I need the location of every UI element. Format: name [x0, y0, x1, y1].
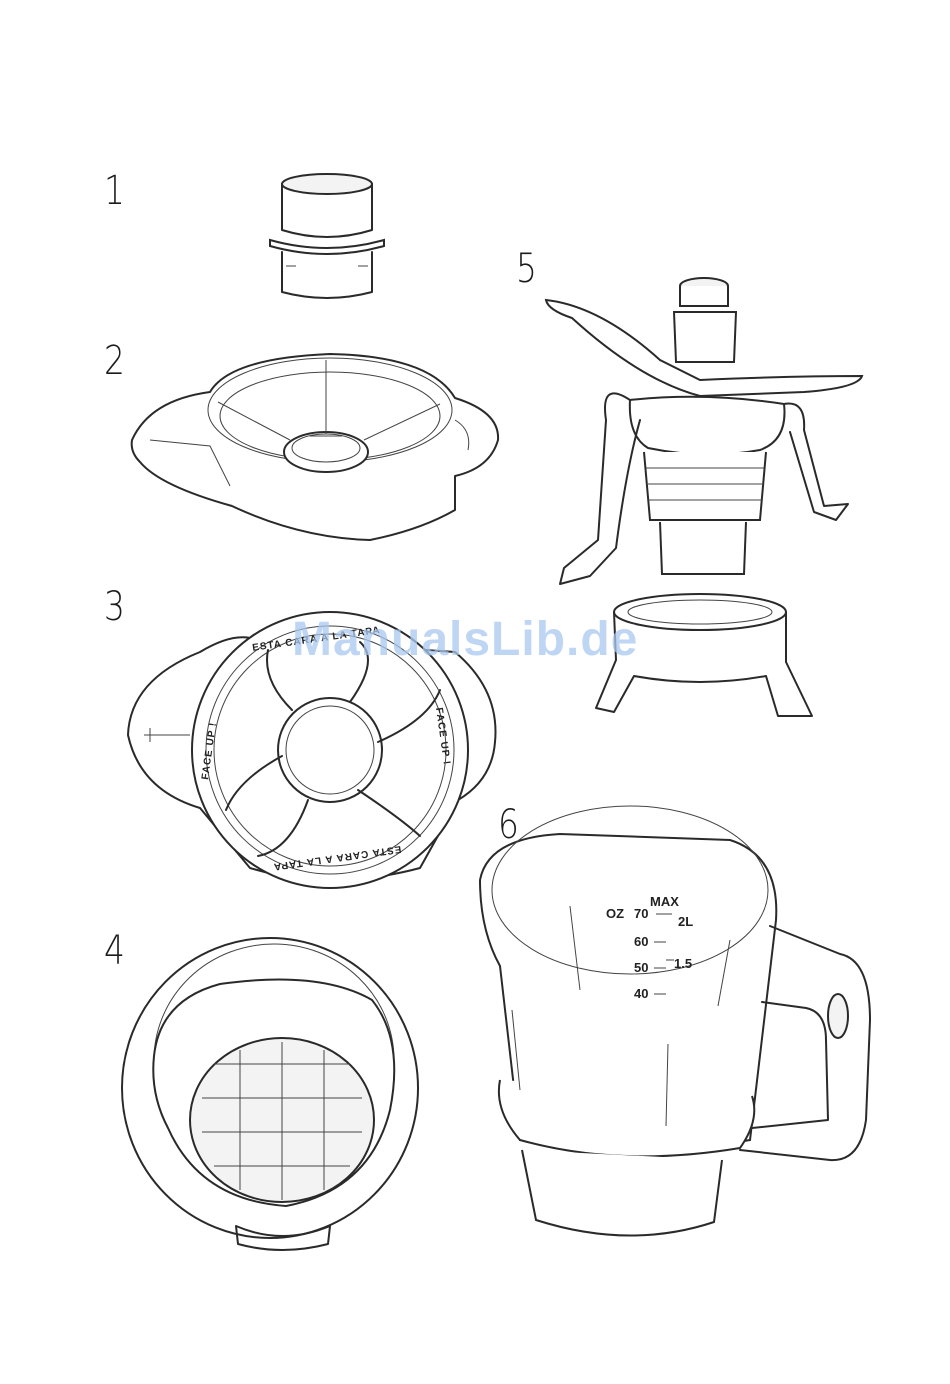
jug-mark-max: MAX: [650, 894, 679, 909]
jug-mark-oz50: 50: [634, 960, 648, 975]
lid-drawing: [132, 354, 498, 540]
jug-mark-oz70: 70: [634, 906, 648, 921]
jug-drawing: MAX OZ 70 2L 60 50 1.5 40: [480, 806, 870, 1236]
jug-mark-15: 1.5: [674, 956, 692, 971]
strainer-basket-drawing: [122, 938, 418, 1250]
jug-mark-oz: OZ: [606, 906, 624, 921]
jug-mark-2l: 2L: [678, 914, 693, 929]
measuring-cap-drawing: [270, 174, 384, 298]
jug-mark-oz60: 60: [634, 934, 648, 949]
jug-mark-oz40: 40: [634, 986, 648, 1001]
watermark: ManualsLib.de: [292, 612, 638, 667]
